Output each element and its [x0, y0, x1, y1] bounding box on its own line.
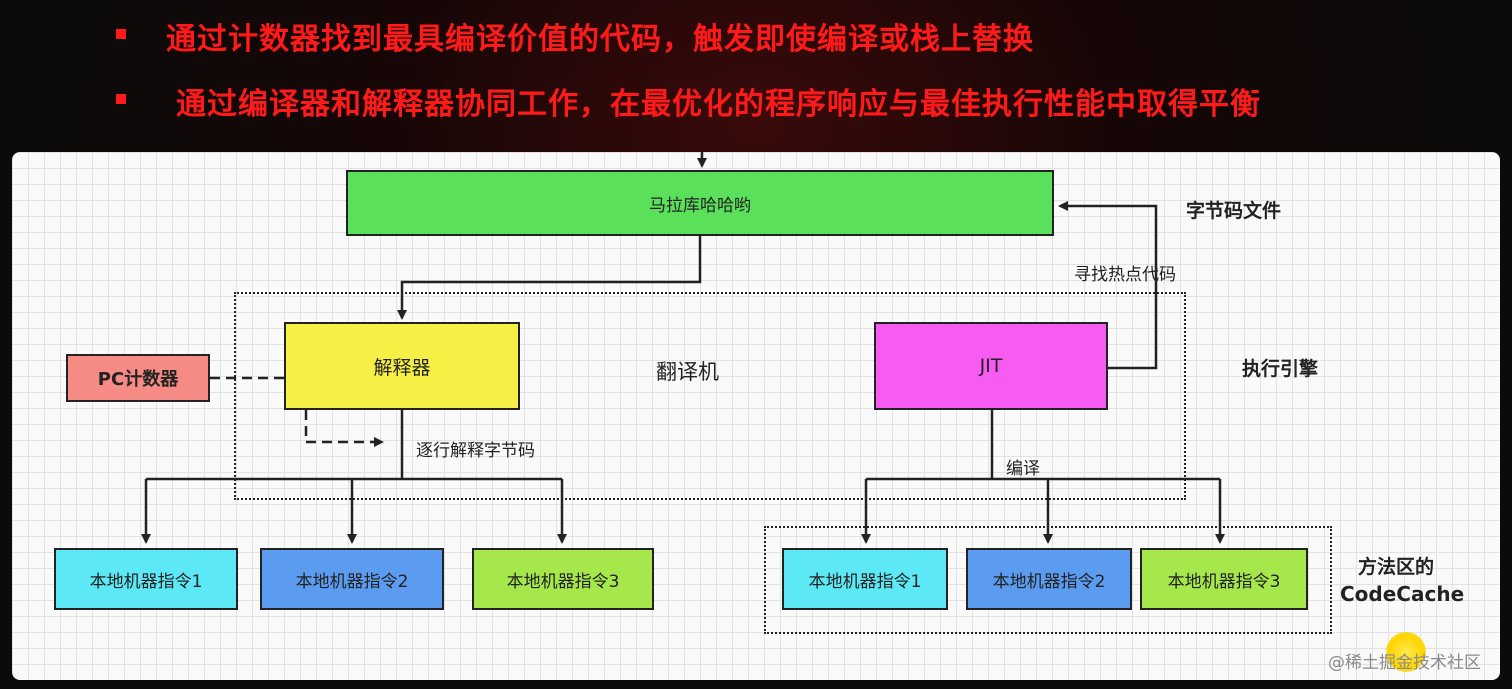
method-area-label: 方法区的 [1358, 556, 1435, 578]
jit-label: JIT [979, 355, 1003, 377]
interpreter-label: 解释器 [373, 356, 431, 379]
bytecode-box-label: 马拉库哈哈哟 [649, 195, 751, 216]
jit-box: JIT [874, 322, 1108, 410]
native-right-1-label: 本地机器指令1 [808, 571, 922, 592]
bullet-text-2: 通过编译器和解释器协同工作，在最优化的程序响应与最佳执行性能中取得平衡 [176, 87, 1261, 122]
translator-label: 翻译机 [656, 360, 719, 384]
execution-engine-region [234, 292, 1186, 500]
bytecode-file-label: 字节码文件 [1186, 200, 1282, 222]
bytecode-box: 马拉库哈哈哟 [346, 170, 1054, 236]
find-hotspot-label: 寻找热点代码 [1074, 265, 1176, 285]
interpret-line-label: 逐行解释字节码 [416, 441, 535, 461]
bullet-square-icon [116, 94, 126, 104]
native-left-2-label: 本地机器指令2 [295, 571, 409, 592]
pc-counter-dashed-arrow [210, 376, 384, 447]
native-instruction-left-3: 本地机器指令3 [472, 548, 654, 610]
native-instruction-right-1: 本地机器指令1 [782, 548, 948, 610]
native-instruction-left-2: 本地机器指令2 [260, 548, 444, 610]
bullet-text-1: 通过计数器找到最具编译价值的代码，触发即使编译或栈上替换 [166, 22, 1034, 57]
codecache-region [764, 526, 1332, 634]
diagram-panel: 马拉库哈哈哟 字节码文件 寻找热点代码 解释器 翻译机 JIT 执行引擎 PC计… [12, 152, 1500, 680]
bullet-square-icon [116, 29, 126, 39]
diagram-connectors [141, 152, 1225, 544]
codecache-label: CodeCache [1340, 582, 1465, 606]
native-left-1-label: 本地机器指令1 [89, 571, 203, 592]
watermark: @稀土掘金技术社区 [1328, 653, 1481, 673]
arrow-to-interpreter [397, 236, 702, 320]
cursor-highlight-icon [1386, 632, 1426, 672]
native-right-2-label: 本地机器指令2 [992, 571, 1106, 592]
pc-counter-label: PC计数器 [97, 369, 179, 390]
interpreter-box: 解释器 [284, 322, 520, 410]
native-left-3-label: 本地机器指令3 [506, 571, 620, 592]
native-right-3-label: 本地机器指令3 [1167, 571, 1281, 592]
execution-engine-label: 执行引擎 [1242, 358, 1319, 380]
arrow-hotspot-feedback [1058, 201, 1158, 370]
native-instruction-right-2: 本地机器指令2 [966, 548, 1132, 610]
pc-counter-box: PC计数器 [66, 354, 210, 402]
native-instruction-left-1: 本地机器指令1 [54, 548, 238, 610]
compile-label: 编译 [1006, 459, 1040, 479]
native-instruction-right-3: 本地机器指令3 [1140, 548, 1308, 610]
